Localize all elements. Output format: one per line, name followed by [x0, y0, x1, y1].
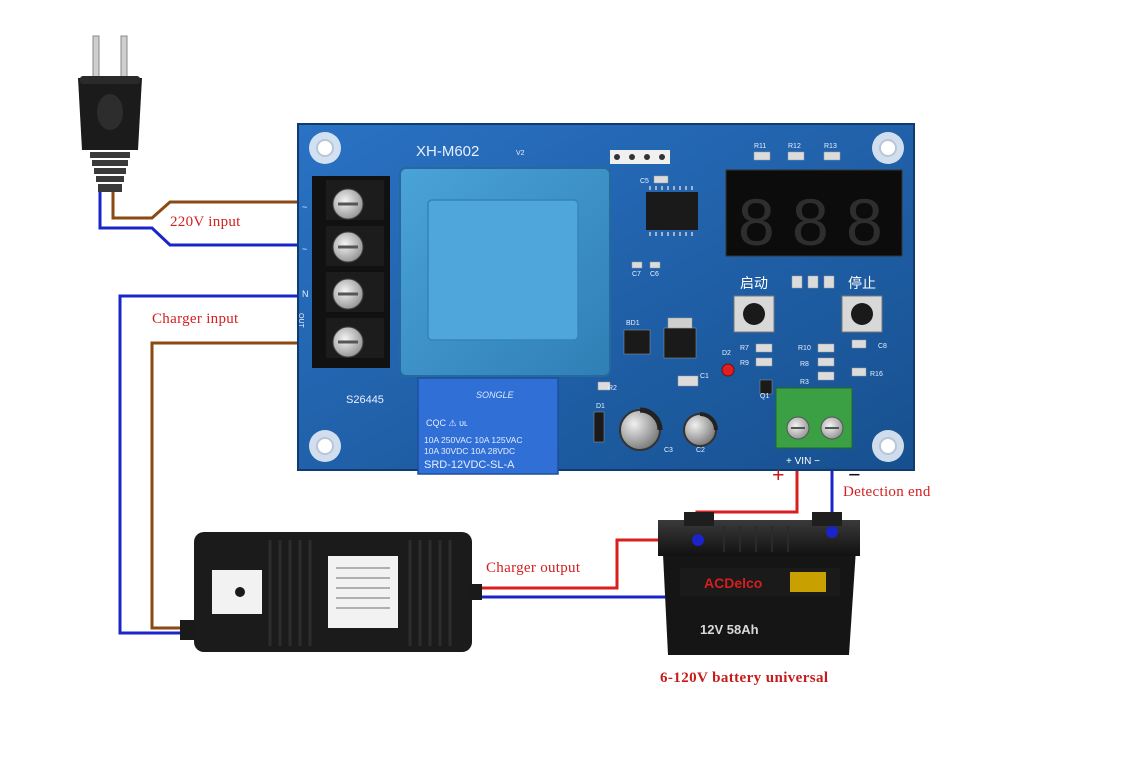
relay: SONGLE 10A 250VAC 10A 125VAC 10A 30VDC 1… [417, 377, 559, 475]
battery-negative-terminal [826, 526, 838, 538]
display-digit-3: 8 [846, 185, 883, 259]
display-digit-2: 8 [792, 185, 829, 259]
svg-text:R3: R3 [800, 379, 809, 386]
svg-text:Q1: Q1 [760, 393, 769, 400]
svg-text:C7: C7 [632, 271, 641, 278]
power-plug [78, 35, 142, 192]
battery-positive-terminal [692, 534, 704, 546]
svg-text:D2: D2 [722, 350, 731, 357]
svg-text:R11: R11 [754, 143, 766, 150]
charger [180, 532, 482, 652]
terminal-mark-3: N [302, 289, 309, 299]
vin-label: + VIN − [786, 456, 820, 467]
transformer [399, 167, 611, 377]
svg-text:BD1: BD1 [626, 320, 640, 327]
battery: ACDelco 12V 58Ah [658, 512, 860, 655]
svg-text:C6: C6 [650, 271, 659, 278]
label-battery-caption: 6-120V battery universal [660, 670, 829, 686]
svg-text:R2: R2 [608, 385, 617, 392]
label-charger-input: Charger input [152, 311, 239, 327]
wire-220v-brown [111, 192, 305, 220]
battery-rating: 12V 58Ah [700, 622, 759, 637]
label-minus-sign: − [848, 462, 861, 487]
battery-brand: ACDelco [704, 575, 762, 591]
terminal-screws [326, 180, 384, 358]
terminal-mark-4: OUT [297, 313, 304, 329]
board-model: XH-M602 [416, 143, 479, 160]
capacitors [619, 407, 718, 451]
display-digit-1: 8 [738, 185, 775, 259]
status-led [721, 363, 735, 377]
board-version: V2 [516, 150, 525, 157]
smd-components [593, 151, 867, 443]
svg-text:R10: R10 [798, 345, 811, 352]
terminal-block: ~ ~ N OUT [297, 176, 390, 368]
start-button [733, 295, 775, 333]
pin-header [610, 150, 670, 164]
stop-label: 停止 [848, 275, 876, 291]
relay-model: SRD-12VDC-SL-A [424, 459, 515, 471]
svg-text:C3: C3 [664, 447, 673, 454]
component-refs: R11 R12 R13 C5 C7 C6 BD1 D2 R2 D1 C3 C2 … [596, 143, 887, 454]
svg-text:R8: R8 [800, 361, 809, 368]
svg-text:D1: D1 [596, 403, 605, 410]
svg-text:R12: R12 [788, 143, 801, 150]
svg-text:C8: C8 [878, 343, 887, 350]
pcb-board: ~ ~ N OUT XH-M602 V2 S26445 SONGLE 10A 2… [297, 123, 915, 475]
label-220v-input: 220V input [170, 214, 241, 230]
ic-chip [646, 186, 698, 236]
label-charger-output: Charger output [486, 560, 581, 576]
label-detection-end: Detection end [843, 484, 931, 500]
start-label: 启动 [740, 275, 768, 291]
svg-text:CQC ⚠ ᴜʟ: CQC ⚠ ᴜʟ [426, 418, 468, 428]
vin-terminal: + VIN − [775, 387, 853, 467]
mounting-holes [309, 132, 904, 462]
relay-line1: 10A 250VAC 10A 125VAC [424, 435, 522, 445]
svg-text:R16: R16 [870, 371, 883, 378]
push-buttons: 启动 停止 [733, 275, 883, 333]
seven-segment-display: 8 8 8 [725, 169, 903, 259]
wire-220v-blue [98, 192, 305, 247]
wire-charger-input-brown [150, 341, 305, 630]
svg-text:R7: R7 [740, 345, 749, 352]
svg-text:C5: C5 [640, 178, 649, 185]
terminal-mark-2: ~ [302, 244, 307, 254]
relay-line2: 10A 30VDC 10A 28VDC [424, 446, 515, 456]
relay-brand: SONGLE [476, 390, 515, 400]
svg-text:R13: R13 [824, 143, 837, 150]
svg-text:R9: R9 [740, 360, 749, 367]
terminal-mark-1: ~ [302, 202, 307, 212]
svg-text:C1: C1 [700, 373, 709, 380]
svg-text:C2: C2 [696, 447, 705, 454]
board-code: S26445 [346, 394, 384, 406]
wire-charger-input-blue [118, 294, 305, 635]
label-plus-sign: + [772, 462, 785, 487]
